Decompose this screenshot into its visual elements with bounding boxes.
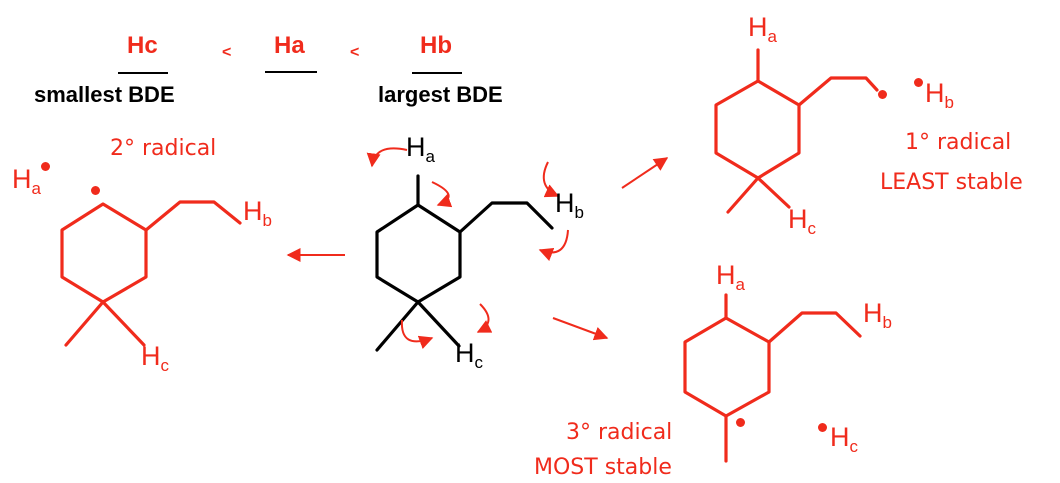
top-right-chain-radical-dot <box>878 90 887 99</box>
center-ha-label: Ha <box>406 132 435 166</box>
left-molecule <box>60 200 242 347</box>
top-right-caption-2: LEAST stable <box>880 170 1023 195</box>
center-molecule <box>375 174 554 352</box>
ranking-ha: Ha <box>274 32 305 59</box>
left-caption: 2° radical <box>110 136 217 161</box>
bottom-right-hc-radical-label: Hc <box>830 422 858 456</box>
reaction-arrows <box>286 157 669 341</box>
smallest-bde-label: smallest BDE <box>34 82 175 107</box>
left-ha-radical-dot <box>41 162 50 171</box>
top-right-ha-label: Ha <box>748 12 777 46</box>
left-hc-label: Hc <box>141 341 169 375</box>
left-ring-radical-dot <box>91 186 100 195</box>
largest-bde-label: largest BDE <box>378 82 503 107</box>
top-right-hb-radical-label: Hb <box>925 78 954 112</box>
bottom-right-caption-2: MOST stable <box>534 455 672 480</box>
top-right-molecule <box>714 48 879 214</box>
center-hc-label: Hc <box>455 338 483 372</box>
top-right-hc-label: Hc <box>788 204 816 238</box>
bottom-right-molecule <box>683 293 862 463</box>
ranking-hb: Hb <box>420 32 452 59</box>
ranking-sep-2: < <box>350 44 360 61</box>
ranking-hc: Hc <box>127 32 158 59</box>
bottom-right-hc-radical-dot <box>818 423 827 432</box>
center-curved-arrows <box>366 147 569 349</box>
bottom-right-ring-radical-dot <box>736 418 745 427</box>
top-right-caption-1: 1° radical <box>905 130 1012 155</box>
center-hb-label: Hb <box>555 188 584 222</box>
arrow-to-top-right <box>621 157 669 189</box>
ranking-sep-1: < <box>222 44 232 61</box>
bottom-right-caption-1: 3° radical <box>566 420 673 445</box>
arrow-to-bottom-right <box>552 317 609 341</box>
left-hb-label: Hb <box>243 196 272 230</box>
top-right-hb-radical-dot <box>914 78 923 87</box>
left-ha-radical-label: Ha <box>12 164 41 198</box>
bottom-right-ha-label: Ha <box>716 260 745 294</box>
bottom-right-hb-label: Hb <box>863 298 892 332</box>
